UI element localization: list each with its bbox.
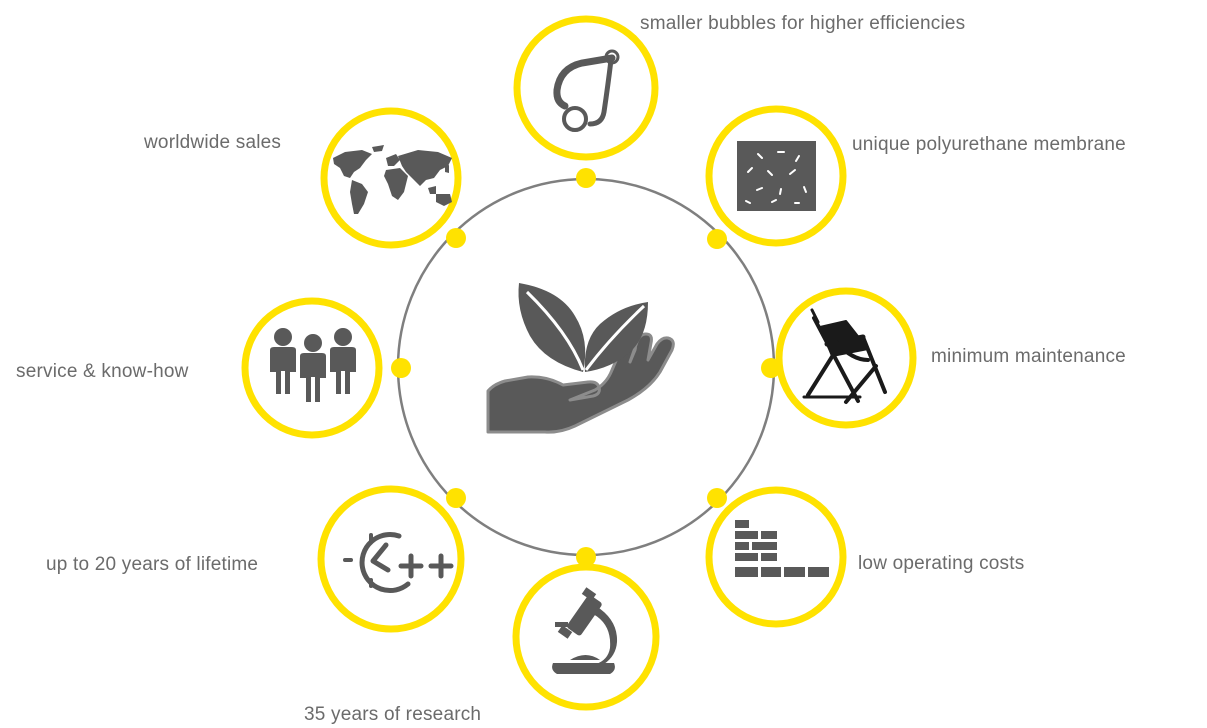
- feature-circle-research: [512, 563, 660, 711]
- connector-dot-sales: [446, 228, 466, 248]
- label-maintenance: minimum maintenance: [931, 346, 1126, 367]
- feature-circle-bubbles: [513, 15, 659, 161]
- perforated-membrane-icon: [737, 141, 816, 211]
- label-costs: low operating costs: [858, 553, 1025, 574]
- connector-dot-service: [391, 358, 411, 378]
- label-research: 35 years of research: [304, 704, 482, 725]
- label-service: service & know-how: [16, 361, 189, 382]
- descending-bricks-icon: [735, 520, 829, 577]
- label-sales: worldwide sales: [144, 132, 282, 153]
- microscope-icon: [552, 587, 618, 674]
- plant-in-hand-icon: [486, 283, 675, 434]
- clock-plus-plus-icon: [343, 532, 454, 593]
- connector-dot-lifetime: [446, 488, 466, 508]
- connector-dot-membrane: [707, 229, 727, 249]
- world-map-icon: [333, 145, 452, 214]
- label-bubbles: smaller bubbles for higher efficiencies: [640, 13, 966, 34]
- feature-circle-costs: [705, 486, 847, 628]
- connector-dot-research: [576, 547, 596, 567]
- feature-circle-sales: [320, 107, 462, 249]
- feature-circle-maintenance: [775, 287, 917, 429]
- feature-circle-lifetime: [317, 485, 465, 633]
- connector-dot-bubbles: [576, 168, 596, 188]
- deck-chair-icon: [802, 308, 887, 404]
- connector-dot-costs: [707, 488, 727, 508]
- caliper-bubble-icon: [553, 49, 620, 132]
- feature-circle-service: [241, 297, 383, 439]
- label-lifetime: up to 20 years of lifetime: [46, 554, 259, 575]
- people-group-icon: [270, 328, 356, 402]
- label-membrane: unique polyurethane membrane: [852, 134, 1126, 155]
- feature-circle-membrane: [705, 105, 847, 247]
